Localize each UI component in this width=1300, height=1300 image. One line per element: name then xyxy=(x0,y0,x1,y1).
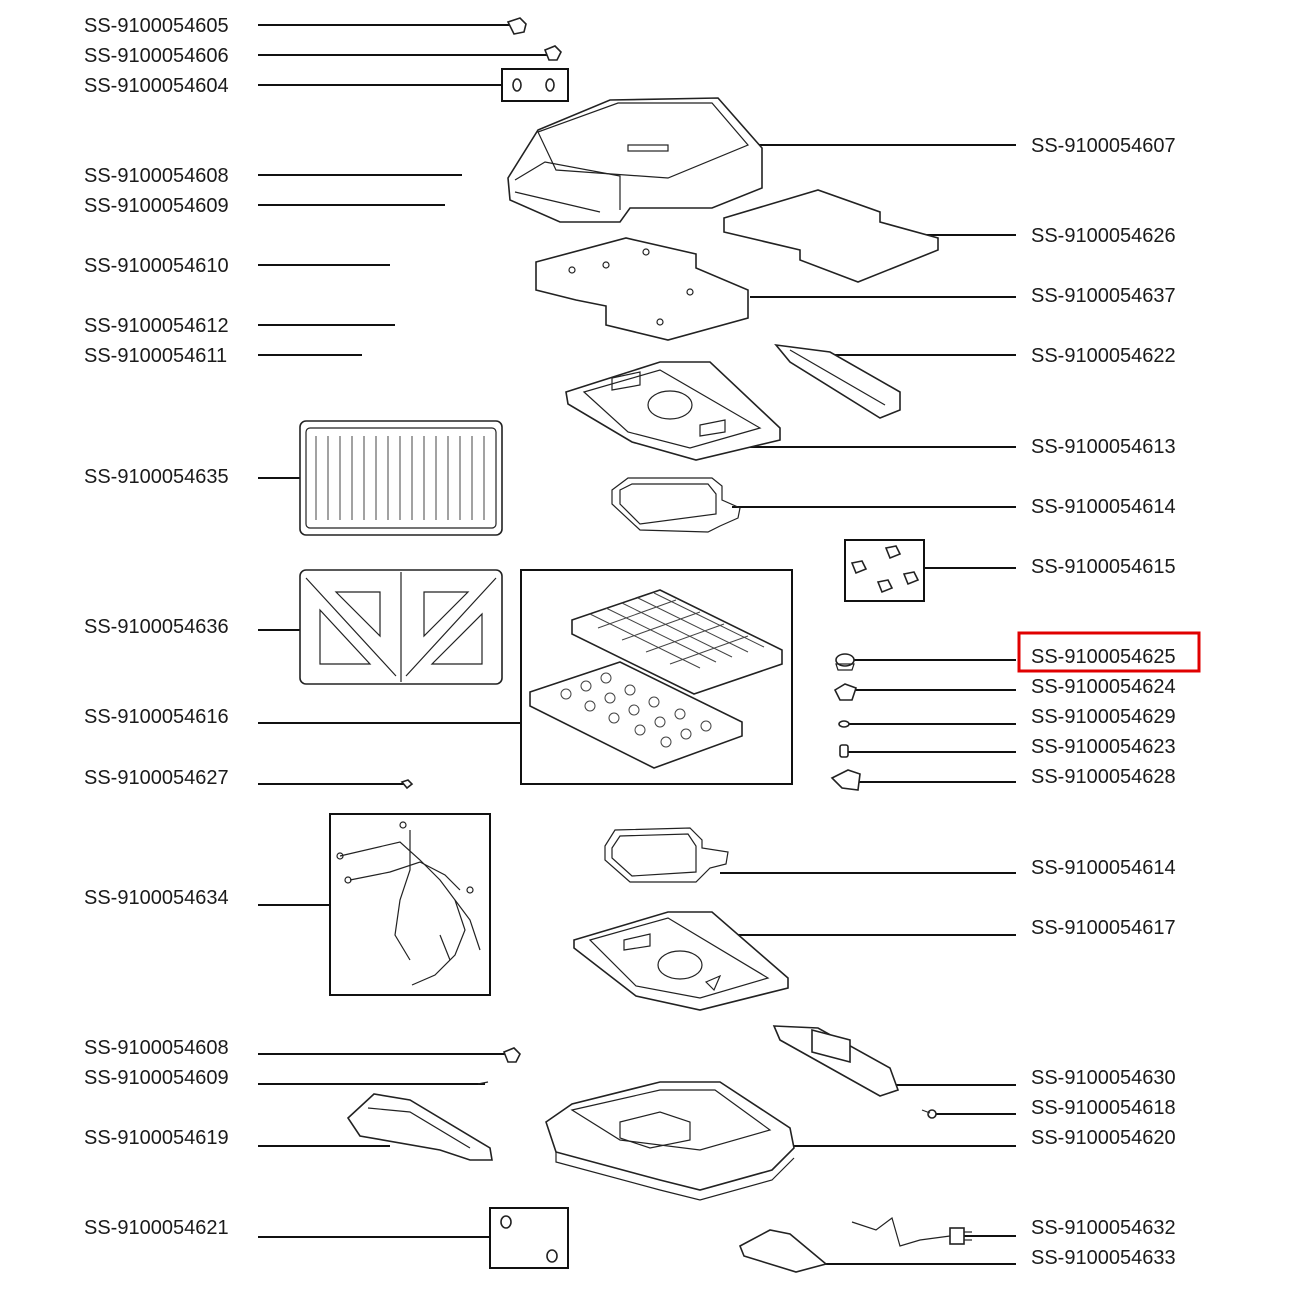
label-right-12: SS-9100054614 xyxy=(1031,857,1176,879)
insulation-sheet-icon xyxy=(723,189,939,283)
label-right-14: SS-9100054630 xyxy=(1031,1067,1176,1089)
label-left-7: SS-9100054611 xyxy=(84,345,227,367)
lower-plate-holder-icon xyxy=(573,911,789,1011)
grill-plate-icon xyxy=(299,420,503,536)
clips-kit-icon xyxy=(844,539,925,602)
label-left-1: SS-9100054606 xyxy=(84,45,229,67)
pin-icon xyxy=(400,779,414,790)
clip-lower-icon xyxy=(477,1047,521,1085)
upper-plate-holder-icon xyxy=(565,361,781,461)
thermostat-icon xyxy=(835,653,855,671)
rubber-feet-lower-icon xyxy=(489,1207,569,1269)
label-left-4: SS-9100054609 xyxy=(84,195,229,217)
label-left-3: SS-9100054608 xyxy=(84,165,229,187)
label-right-11: SS-9100054628 xyxy=(1031,766,1176,788)
label-right-3: SS-9100054622 xyxy=(1031,345,1176,367)
label-left-15: SS-9100054619 xyxy=(84,1127,229,1149)
label-left-13: SS-9100054608 xyxy=(84,1037,229,1059)
label-right-2: SS-9100054637 xyxy=(1031,285,1176,307)
label-left-16: SS-9100054621 xyxy=(84,1217,229,1239)
label-left-10: SS-9100054616 xyxy=(84,706,229,728)
label-right-4: SS-9100054613 xyxy=(1031,436,1176,458)
heating-element-icon xyxy=(611,477,741,533)
label-right-0: SS-9100054607 xyxy=(1031,135,1176,157)
left-labels: SS-9100054605 SS-9100054606 SS-910005460… xyxy=(84,15,229,1239)
label-left-12: SS-9100054634 xyxy=(84,887,229,909)
spring-icon xyxy=(839,744,849,758)
screw-icon xyxy=(921,1109,937,1119)
thermostat-clip-icon xyxy=(833,683,858,701)
label-right-1: SS-9100054626 xyxy=(1031,225,1176,247)
hinge-lower-icon xyxy=(772,1025,900,1097)
label-right-17: SS-9100054632 xyxy=(1031,1217,1176,1239)
label-left-2: SS-9100054604 xyxy=(84,75,229,97)
label-right-13: SS-9100054617 xyxy=(1031,917,1176,939)
label-right-5: SS-9100054614 xyxy=(1031,496,1176,518)
label-right-8: SS-9100054624 xyxy=(1031,676,1176,698)
cord-cover-icon xyxy=(738,1229,828,1273)
bracket-icon xyxy=(830,769,861,791)
right-labels: SS-9100054607 SS-9100054626 SS-910005463… xyxy=(1031,135,1176,1269)
ring-icon xyxy=(838,720,850,728)
label-left-8: SS-9100054635 xyxy=(84,466,229,488)
sandwich-plate-icon xyxy=(299,569,503,685)
power-cord-icon xyxy=(851,1216,972,1247)
hinge-bar-icon xyxy=(774,343,901,419)
label-left-6: SS-9100054612 xyxy=(84,315,229,337)
label-left-14: SS-9100054609 xyxy=(84,1067,229,1089)
label-right-18: SS-9100054633 xyxy=(1031,1247,1176,1269)
label-left-11: SS-9100054627 xyxy=(84,767,229,789)
highlight-box xyxy=(1017,631,1201,673)
label-right-15: SS-9100054618 xyxy=(1031,1097,1176,1119)
label-right-10: SS-9100054623 xyxy=(1031,736,1176,758)
label-right-6: SS-9100054615 xyxy=(1031,556,1176,578)
label-left-9: SS-9100054636 xyxy=(84,616,229,638)
top-housing-icon xyxy=(507,97,763,223)
label-right-7: SS-9100054625 xyxy=(1031,646,1176,668)
rubber-feet-icon xyxy=(501,68,569,102)
heating-element-lower-icon xyxy=(604,827,729,883)
base-housing-icon xyxy=(545,1081,795,1201)
clip-part-icon xyxy=(506,17,562,61)
label-left-5: SS-9100054610 xyxy=(84,255,229,277)
heat-shield-plate-icon xyxy=(535,237,749,341)
label-right-16: SS-9100054620 xyxy=(1031,1127,1176,1149)
label-left-0: SS-9100054605 xyxy=(84,15,229,37)
latch-plate-icon xyxy=(346,1093,493,1161)
wiring-harness-icon xyxy=(329,813,491,996)
label-right-9: SS-9100054629 xyxy=(1031,706,1176,728)
leader-lines xyxy=(258,24,1016,1265)
waffle-plates-icon xyxy=(520,569,793,785)
